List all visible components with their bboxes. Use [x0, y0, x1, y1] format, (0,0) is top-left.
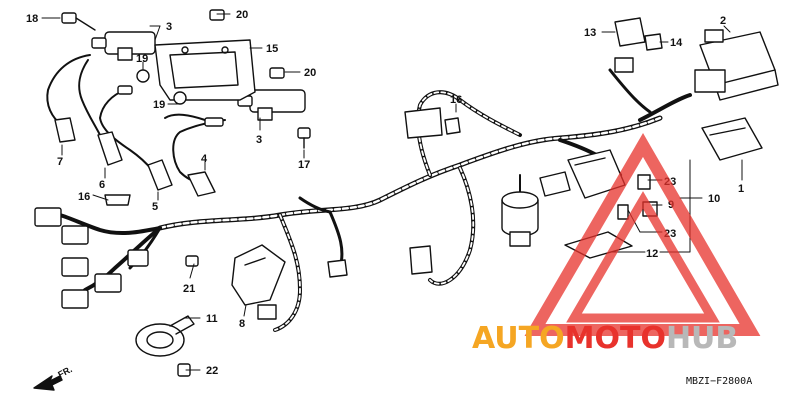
callout-13: 13 — [584, 27, 596, 39]
callout-8: 8 — [239, 318, 245, 330]
callout-11: 11 — [206, 313, 218, 325]
callout-6: 6 — [99, 179, 105, 191]
callout-3-top: 3 — [166, 21, 172, 33]
ignition-coil-top — [91, 31, 156, 61]
callout-16-mid: 16 — [450, 94, 462, 106]
callout-22: 22 — [206, 365, 218, 377]
diagram-code: MBZI−F2800A — [686, 376, 752, 387]
watermark-auto: AUTO — [472, 321, 565, 356]
callout-20-top: 20 — [236, 9, 248, 21]
main-harness — [157, 68, 692, 332]
relay-block — [614, 17, 663, 73]
callout-12: 12 — [646, 248, 658, 260]
callout-19-mid: 19 — [153, 99, 165, 111]
regulator-unit — [231, 244, 286, 320]
front-direction-arrow — [33, 375, 63, 391]
callout-14: 14 — [670, 37, 683, 49]
sensor-unit — [404, 107, 461, 139]
watermark-text: AUTOMOTOHUB — [472, 321, 738, 356]
callout-19-top: 19 — [136, 53, 148, 65]
left-connectors — [34, 194, 149, 309]
callout-2: 2 — [720, 15, 726, 27]
callout-4: 4 — [201, 153, 208, 165]
callout-21: 21 — [183, 283, 195, 295]
control-unit — [694, 29, 779, 101]
callout-15: 15 — [266, 43, 278, 55]
callout-5: 5 — [152, 201, 158, 213]
bolts — [61, 9, 311, 149]
watermark-triangles — [524, 133, 761, 336]
watermark-hub: HUB — [666, 321, 738, 356]
callout-16-left: 16 — [78, 191, 90, 203]
connector-midlow — [327, 245, 433, 278]
fuse-box — [539, 149, 626, 199]
callout-1: 1 — [738, 183, 744, 195]
cdi-module — [701, 117, 763, 161]
spark-plug-caps — [54, 85, 224, 197]
callout-17: 17 — [298, 159, 310, 171]
watermark-moto: MOTO — [565, 321, 666, 356]
callout-18: 18 — [26, 13, 38, 25]
front-marker-label: FR. — [56, 364, 73, 380]
callout-3-bottom: 3 — [256, 134, 262, 146]
horn — [135, 315, 195, 357]
callout-7: 7 — [57, 156, 63, 168]
relay-cylinder — [501, 191, 539, 247]
watermark: AUTOMOTOHUB — [472, 133, 761, 356]
callout-10: 10 — [708, 193, 720, 205]
callout-20-mid: 20 — [304, 67, 316, 79]
coil-bracket — [154, 39, 256, 101]
ignition-coil-bottom — [237, 89, 306, 121]
